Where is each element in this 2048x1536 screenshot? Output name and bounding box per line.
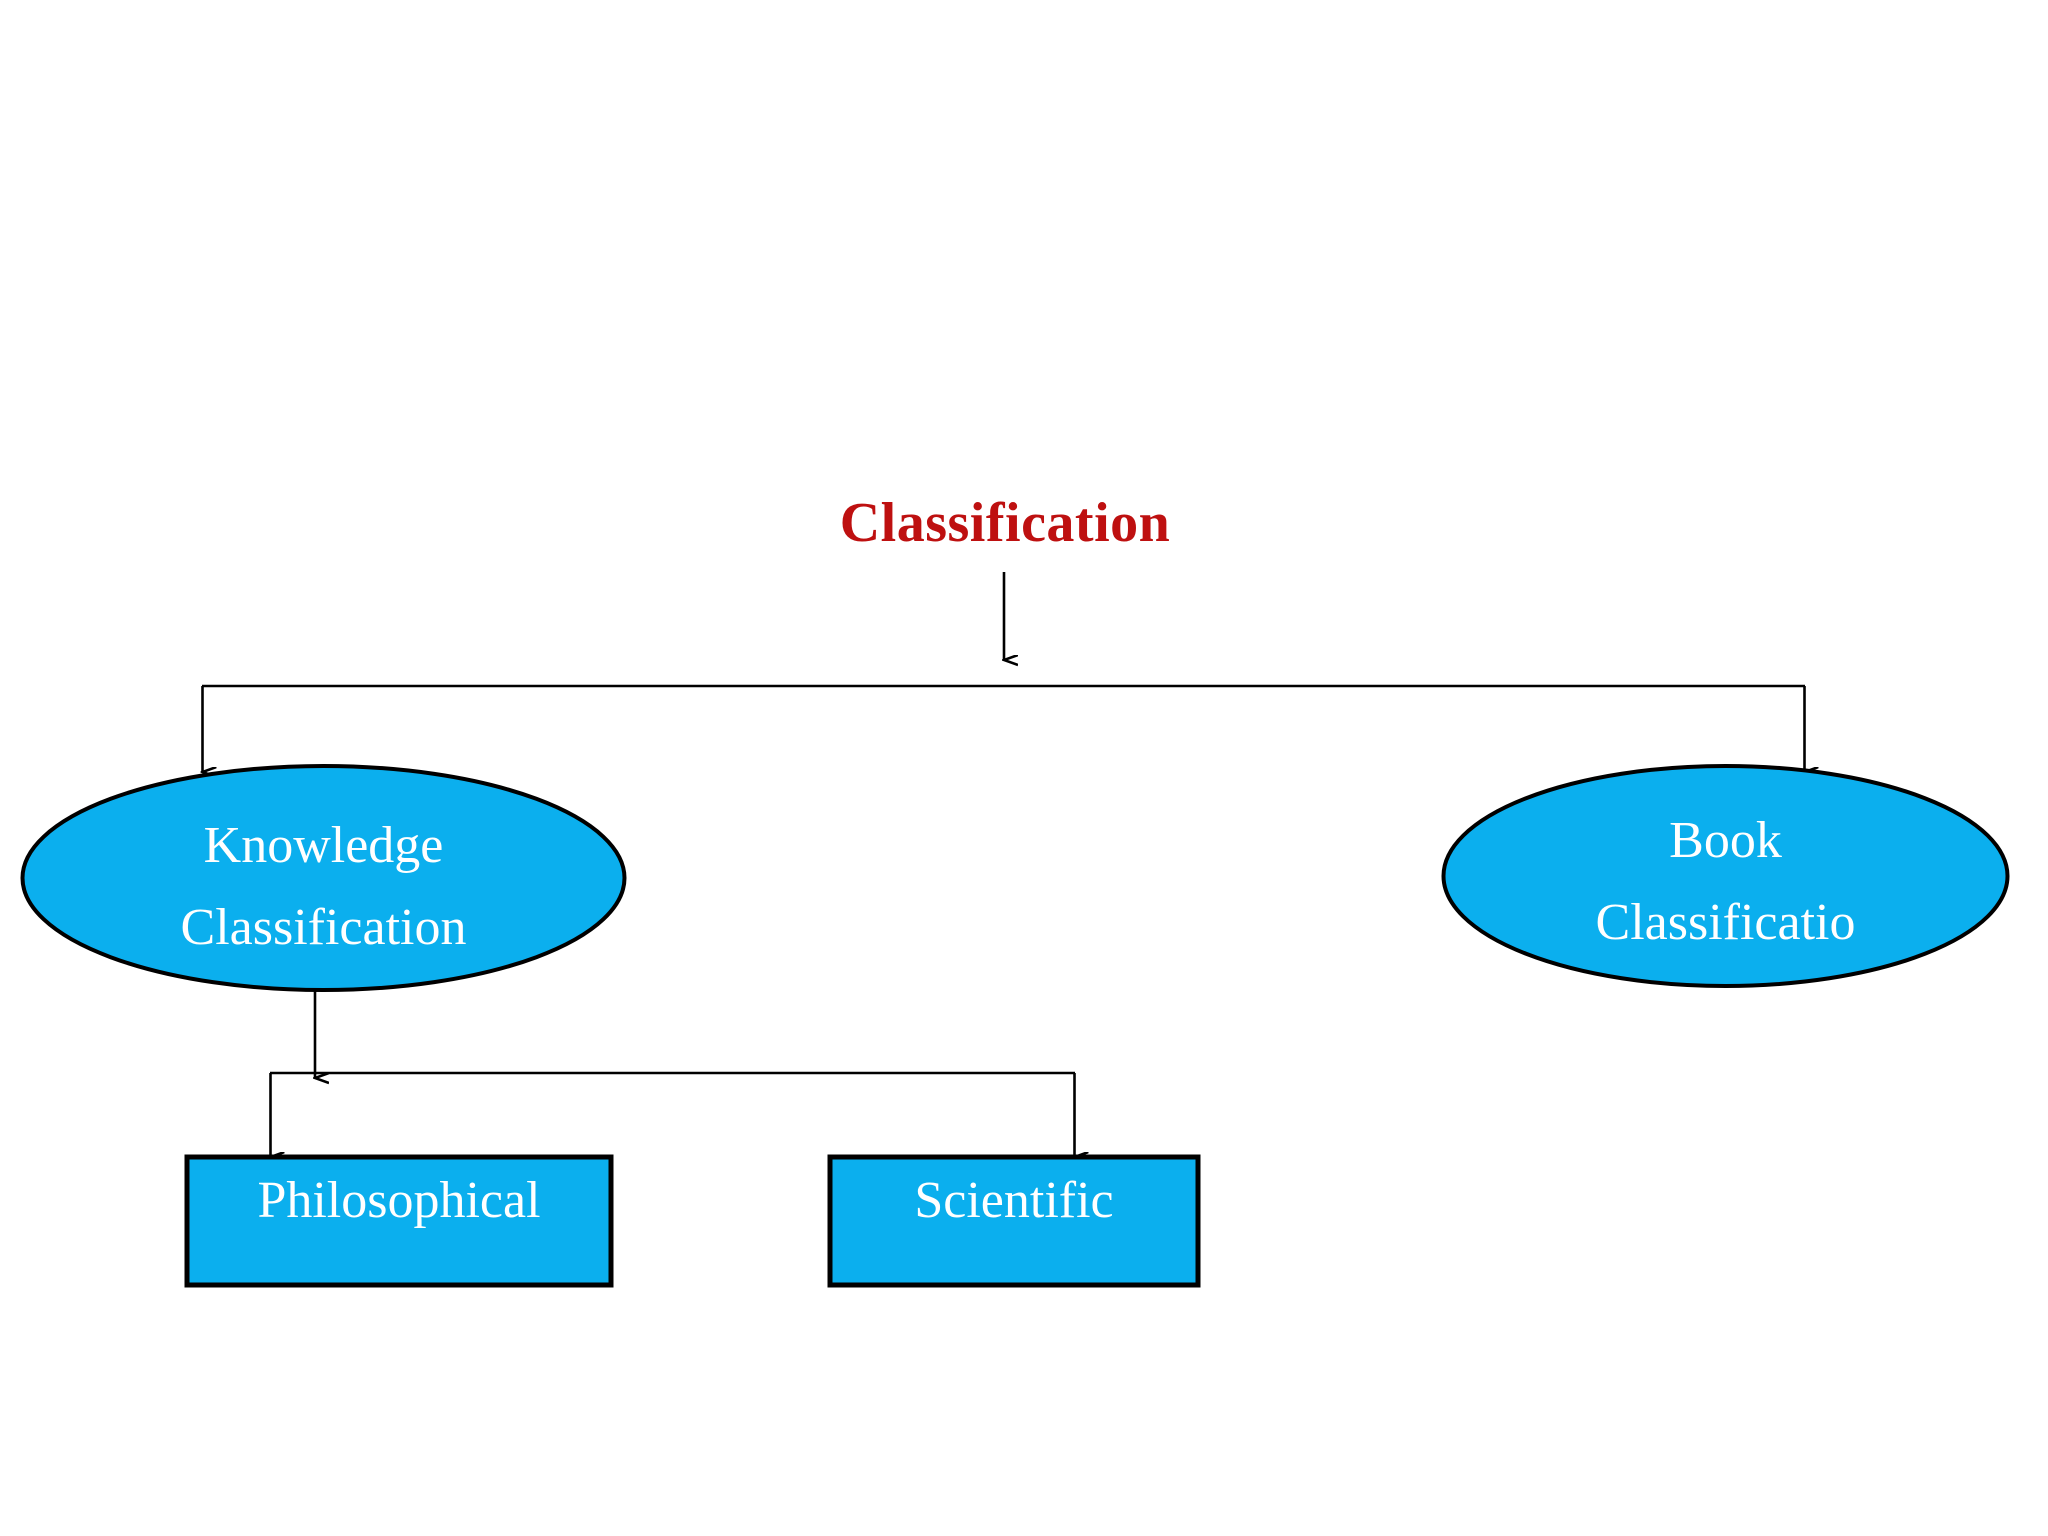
connector-split-level2: [270, 1071, 1075, 1157]
node-book-classification[interactable]: [1443, 766, 2008, 986]
node-philosophical[interactable]: [185, 1155, 613, 1287]
node-book-classification-shape: [1441, 764, 2010, 988]
node-scientific-shape: [827, 1154, 1201, 1288]
node-scientific[interactable]: [828, 1155, 1200, 1287]
node-knowledge-classification-shape: [20, 764, 627, 992]
node-philosophical-shape: [184, 1154, 614, 1288]
page-title: Classification: [839, 492, 1171, 554]
node-knowledge-classification[interactable]: [22, 766, 625, 990]
connector-split-level1: [202, 684, 1805, 772]
